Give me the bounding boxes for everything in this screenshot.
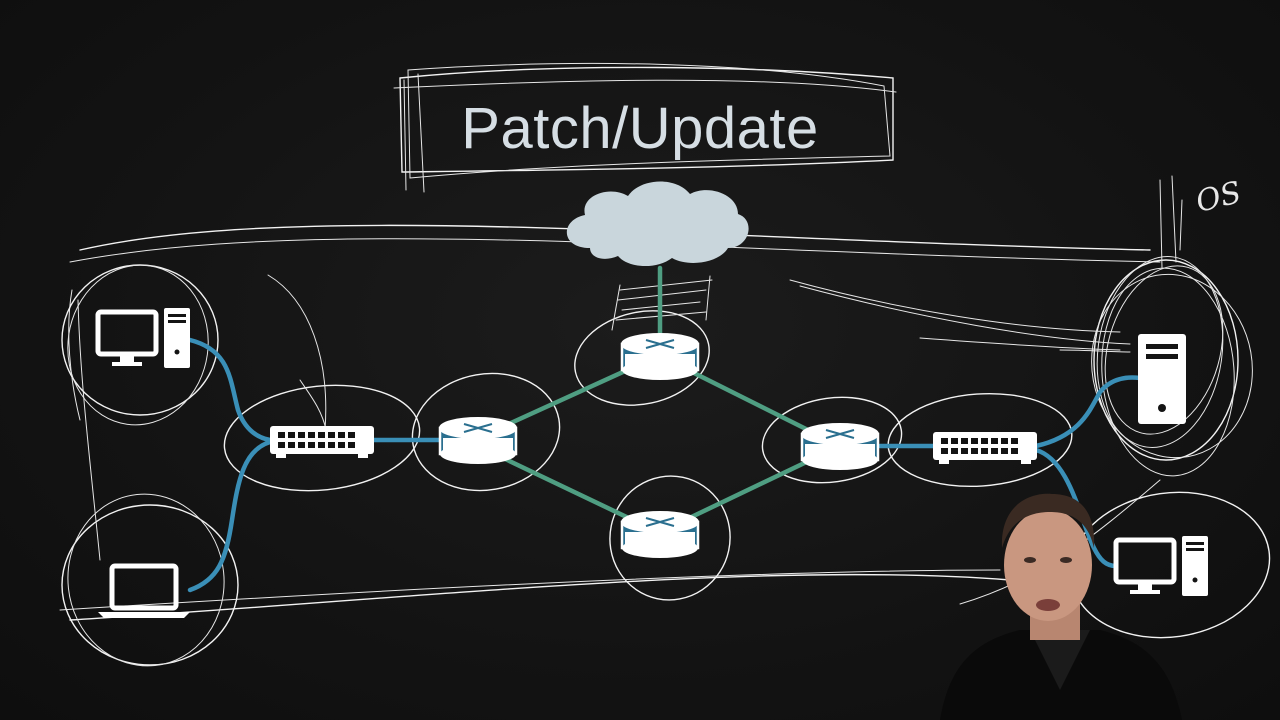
- router-icon: [620, 332, 700, 382]
- presenter-video: [940, 493, 1182, 720]
- slide-title: Patch/Update: [461, 95, 819, 161]
- chalk-annotations: [59, 62, 1271, 667]
- router-icon: [438, 416, 518, 466]
- router-icon: [800, 422, 880, 472]
- network-switch-icon: [933, 432, 1037, 464]
- laptop-icon: [98, 563, 190, 618]
- server-tower-icon: [1138, 334, 1186, 424]
- desktop-computer-icon: [98, 308, 190, 368]
- cloud-icon: [566, 181, 749, 267]
- network-switch-icon: [270, 426, 374, 458]
- desktop-computer-icon: [1116, 536, 1208, 596]
- router-icon: [620, 510, 700, 560]
